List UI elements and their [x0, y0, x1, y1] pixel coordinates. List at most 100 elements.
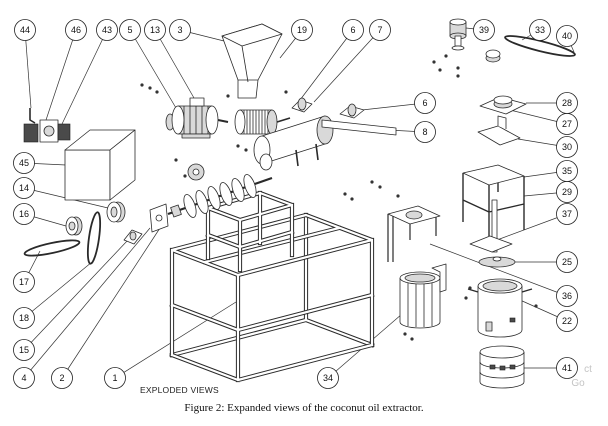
callout-8: 8: [414, 121, 436, 143]
callout-27: 27: [556, 113, 578, 135]
callout-13: 13: [144, 19, 166, 41]
callout-label: 36: [562, 291, 572, 301]
callout-label: 1: [112, 373, 117, 383]
callout-16: 16: [13, 203, 35, 225]
callout-label: 41: [562, 363, 572, 373]
pillow-block-bearing-right: [339, 103, 365, 119]
callout-label: 13: [150, 25, 160, 35]
callout-18: 18: [13, 307, 35, 329]
callout-2: 2: [51, 367, 73, 389]
callout-label: 40: [562, 31, 572, 41]
callout-label: 18: [19, 313, 29, 323]
belt-long: [86, 211, 102, 265]
callout-45: 45: [13, 152, 35, 174]
electric-motor: [165, 97, 229, 139]
callout-6-top: 6: [342, 19, 364, 41]
callout-39: 39: [473, 19, 495, 41]
mounting-plate: [149, 203, 169, 233]
pillow-block-bearing-upper: [291, 97, 313, 113]
figure-caption: Figure 2: Expanded views of the coconut …: [184, 402, 424, 414]
callout-label: 30: [562, 142, 572, 152]
callout-label: 43: [102, 25, 112, 35]
watermark-line-2: Go: [571, 378, 585, 389]
collection-drum: [399, 263, 447, 329]
callout-label: 5: [127, 25, 132, 35]
callout-label: 22: [562, 316, 572, 326]
pressing-cylinder: [467, 278, 533, 338]
callout-label: 6: [422, 98, 427, 108]
callout-label: 33: [535, 25, 545, 35]
callout-17: 17: [13, 271, 35, 293]
callout-1: 1: [104, 367, 126, 389]
callout-25: 25: [556, 251, 578, 273]
callout-label: 16: [19, 209, 29, 219]
callout-label: 14: [19, 183, 29, 193]
callout-19: 19: [291, 19, 313, 41]
support-stand: [462, 164, 525, 236]
callout-14: 14: [13, 177, 35, 199]
hopper: [221, 23, 283, 99]
callout-30: 30: [556, 136, 578, 158]
screw-conveyor: [167, 153, 273, 218]
watermark-line-1: ct: [584, 364, 592, 375]
callout-label: 19: [297, 25, 307, 35]
press-disk: [478, 256, 516, 268]
callout-33: 33: [529, 19, 551, 41]
callout-label: 39: [479, 25, 489, 35]
callout-28: 28: [556, 92, 578, 114]
callout-label: 44: [20, 25, 30, 35]
callout-40: 40: [556, 25, 578, 47]
grating-roller: [234, 109, 291, 135]
callout-43: 43: [96, 19, 118, 41]
callout-36: 36: [556, 285, 578, 307]
pulley-large: [106, 201, 126, 223]
callout-29: 29: [556, 181, 578, 203]
callout-22: 22: [556, 310, 578, 332]
callout-label: 27: [562, 119, 572, 129]
pulley-small: [65, 216, 83, 236]
callout-label: 25: [562, 257, 572, 267]
callout-label: 4: [21, 373, 26, 383]
drum-bracket: [387, 205, 441, 262]
callout-label: 8: [422, 127, 427, 137]
callout-15: 15: [13, 339, 35, 361]
callout-46: 46: [65, 19, 87, 41]
callout-label: 45: [19, 158, 29, 168]
callout-44: 44: [14, 19, 36, 41]
callout-label: 29: [562, 187, 572, 197]
callout-label: 46: [71, 25, 81, 35]
callout-5: 5: [119, 19, 141, 41]
callout-35: 35: [556, 160, 578, 182]
bearing-block-left: [123, 229, 143, 245]
callout-label: 15: [19, 345, 29, 355]
callout-3: 3: [169, 19, 191, 41]
callout-label: 17: [19, 277, 29, 287]
callout-label: 2: [59, 373, 64, 383]
pressing-barrel: [253, 115, 397, 167]
belt-small: [23, 239, 81, 257]
callout-label: 6: [350, 25, 355, 35]
flange-bearing: [479, 95, 527, 115]
exploded-view-drawing: 44 46 43 5 13 3 19 6 7 39 33 40 6 28 27 …: [13, 18, 592, 395]
callout-label: 28: [562, 98, 572, 108]
callout-label: 7: [377, 25, 382, 35]
callout-37: 37: [556, 203, 578, 225]
callout-4: 4: [13, 367, 35, 389]
view-title: EXPLODED VIEWS: [140, 385, 219, 395]
machine-frame: [169, 190, 375, 383]
callout-label: 35: [562, 166, 572, 176]
callout-label: 37: [562, 209, 572, 219]
callout-label: 3: [177, 25, 182, 35]
band-ring: [479, 345, 525, 389]
adjusting-knob: [449, 18, 467, 51]
mounting-bracket: [477, 115, 521, 146]
switch-assembly: [23, 108, 71, 143]
callout-7: 7: [369, 19, 391, 41]
control-box: [64, 129, 136, 201]
callout-34: 34: [317, 367, 339, 389]
vertical-rod: [469, 199, 513, 253]
small-pulley-right: [485, 49, 501, 63]
callout-41: 41: [556, 357, 578, 379]
callout-label: 34: [323, 373, 333, 383]
callout-6-right: 6: [414, 92, 436, 114]
